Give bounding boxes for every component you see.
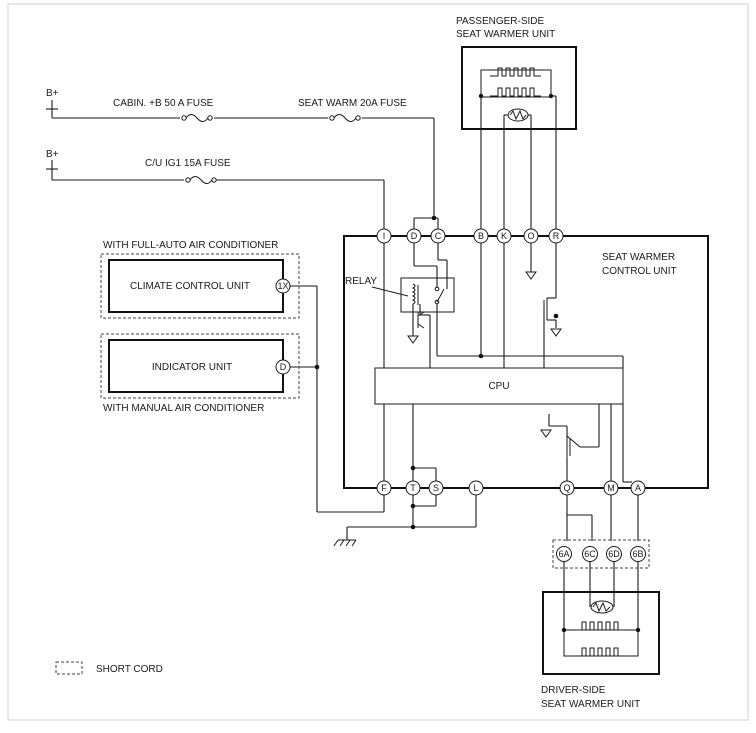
short-cord-connector: 6A 6C 6D 6B	[552, 539, 650, 569]
svg-text:D: D	[411, 231, 418, 241]
passenger-unit-title-2: SEAT WARMER UNIT	[456, 29, 555, 40]
svg-text:R: R	[553, 231, 560, 241]
driver-harness-wires	[566, 495, 639, 541]
svg-text:I: I	[383, 231, 386, 241]
svg-text:C: C	[435, 231, 442, 241]
indicator-unit-label: INDICATOR UNIT	[152, 362, 232, 373]
indicator-unit: INDICATOR UNIT D WITH MANUAL AIR CONDITI…	[100, 333, 300, 414]
svg-text:F: F	[381, 483, 387, 493]
cu-ig1-fuse: C/U IG1 15A FUSE	[145, 158, 231, 184]
cpu-block: CPU	[374, 367, 624, 405]
pin-bottom-a: A	[630, 480, 646, 496]
climate-caption: WITH FULL-AUTO AIR CONDITIONER	[103, 240, 278, 251]
pin-6b: 6B	[630, 546, 646, 562]
indicator-pin-d: D	[275, 359, 291, 375]
bplus-supply-1: B+	[46, 88, 435, 218]
pin-top-r: R	[548, 228, 564, 244]
legend-short-cord: SHORT CORD	[55, 661, 163, 675]
pin-top-k: K	[496, 228, 512, 244]
bplus-label-1: B+	[46, 88, 59, 99]
svg-text:O: O	[527, 231, 534, 241]
driver-seat-warmer-unit: DRIVER-SIDE SEAT WARMER UNIT	[541, 562, 660, 710]
svg-text:6D: 6D	[608, 549, 620, 559]
seat-warmer-control-unit: SEAT WARMER CONTROL UNIT	[343, 235, 709, 489]
short-cord-legend-symbol	[55, 661, 83, 675]
wire-f-to-climate	[290, 285, 385, 513]
passenger-seat-warmer-unit: PASSENGER-SIDE SEAT WARMER UNIT	[456, 16, 577, 229]
svg-text:6B: 6B	[632, 549, 643, 559]
svg-text:6A: 6A	[558, 549, 569, 559]
svg-text:B: B	[478, 231, 484, 241]
pin-bottom-l: L	[468, 480, 484, 496]
svg-text:L: L	[473, 483, 478, 493]
pin-bottom-f: F	[376, 480, 392, 496]
control-unit-title-1: SEAT WARMER	[602, 252, 675, 263]
driver-unit-title-1: DRIVER-SIDE	[541, 685, 606, 696]
bplus-label-2: B+	[46, 149, 59, 160]
short-cord-legend-label: SHORT CORD	[96, 664, 163, 675]
climate-control-unit: WITH FULL-AUTO AIR CONDITIONER CLIMATE C…	[100, 240, 300, 319]
pin-bottom-q: Q	[559, 480, 575, 496]
pin-bottom-s: S	[428, 480, 444, 496]
top-pins: I D C B K O R	[376, 228, 564, 244]
control-unit-lower-wiring	[383, 404, 624, 482]
pin-top-d: D	[406, 228, 422, 244]
pin-6c: 6C	[582, 546, 598, 562]
driver-unit-title-2: SEAT WARMER UNIT	[541, 699, 640, 710]
pin-bottom-t: T	[405, 480, 421, 496]
cabin-fuse-label: CABIN. +B 50 A FUSE	[113, 98, 214, 109]
dc-jumper	[413, 215, 439, 229]
relay-label: RELAY	[345, 276, 377, 287]
pin-top-o: O	[523, 228, 539, 244]
seat-warm-fuse: SEAT WARM 20A FUSE	[298, 98, 407, 122]
pin-6d: 6D	[606, 546, 622, 562]
svg-text:M: M	[607, 483, 615, 493]
pin-top-c: C	[430, 228, 446, 244]
diagram-border	[7, 3, 749, 721]
bottom-pins: F T S L Q M A	[376, 480, 646, 496]
pin-top-i: I	[376, 228, 392, 244]
indicator-caption: WITH MANUAL AIR CONDITIONER	[103, 403, 264, 414]
svg-text:D: D	[280, 362, 287, 372]
svg-text:6C: 6C	[584, 549, 596, 559]
svg-text:K: K	[501, 231, 507, 241]
pin-6a: 6A	[556, 546, 572, 562]
cpu-label: CPU	[488, 381, 509, 392]
cu-ig1-fuse-label: C/U IG1 15A FUSE	[145, 158, 231, 169]
svg-text:1X: 1X	[277, 281, 288, 291]
passenger-unit-title-1: PASSENGER-SIDE	[456, 16, 544, 27]
bplus-supply-2: B+	[46, 149, 385, 229]
climate-pin-1x: 1X	[275, 278, 291, 294]
pin-top-b: B	[473, 228, 489, 244]
pin-bottom-m: M	[603, 480, 619, 496]
passenger-output-transistor	[525, 243, 562, 368]
ground-wiring	[333, 495, 477, 547]
svg-text:T: T	[410, 483, 416, 493]
seat-warm-fuse-label: SEAT WARM 20A FUSE	[298, 98, 407, 109]
control-unit-title-2: CONTROL UNIT	[602, 266, 677, 277]
svg-text:A: A	[635, 483, 641, 493]
climate-unit-label: CLIMATE CONTROL UNIT	[130, 281, 250, 292]
cabin-fuse: CABIN. +B 50 A FUSE	[113, 98, 214, 122]
relay: RELAY	[345, 243, 624, 368]
svg-text:S: S	[433, 483, 439, 493]
svg-text:Q: Q	[563, 483, 570, 493]
